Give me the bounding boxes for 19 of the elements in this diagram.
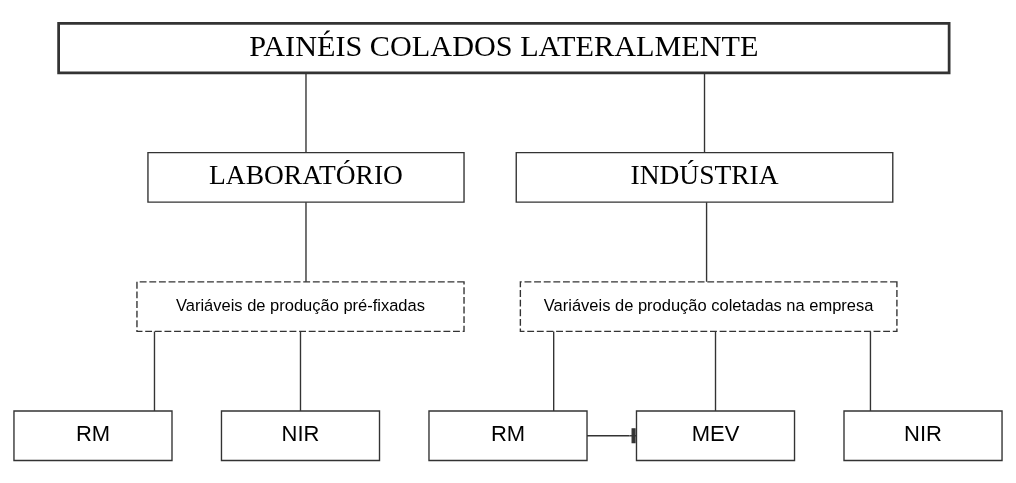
connector (305, 71, 307, 153)
node-box: LABORATÓRIO (147, 151, 465, 203)
node-box: MEV (635, 409, 796, 461)
node-box: NIR (220, 409, 381, 461)
connector (703, 71, 706, 153)
connector (705, 201, 708, 282)
connector (299, 330, 302, 412)
node-box: NIR (843, 409, 1003, 461)
connector (553, 330, 555, 412)
connector (714, 330, 717, 412)
connector (869, 330, 872, 412)
connector (153, 330, 156, 412)
node-box: Variáveis de produção pré-fixadas (136, 280, 465, 332)
node-box: PAINÉIS COLADOS LATERALMENTE (57, 21, 951, 74)
node-box: RM (13, 409, 173, 461)
connector (305, 201, 307, 282)
node-box: RM (428, 409, 588, 461)
node-box: INDÚSTRIA (515, 151, 894, 203)
node-box: Variáveis de produção coletadas na empresa (519, 280, 898, 332)
